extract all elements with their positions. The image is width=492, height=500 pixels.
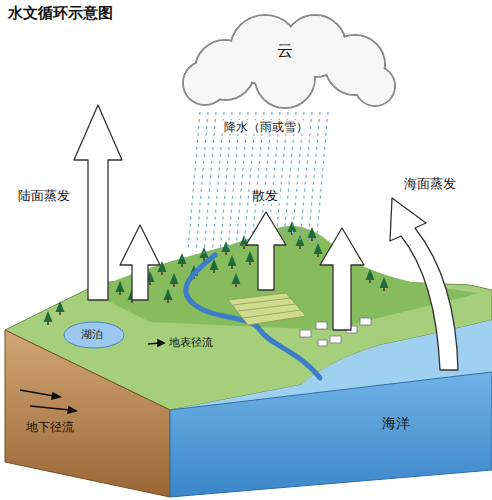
soil-face [5,330,170,497]
cloud-node: 云 [165,10,405,110]
diagram-title: 水文循环示意图 [8,4,113,23]
fields [228,293,306,325]
ocean-label: 海洋 [380,415,412,432]
cloud-shape [165,10,405,110]
river [186,255,320,378]
ocean-face [170,372,492,497]
precipitation-label: 降水（雨或雪） [222,120,310,134]
sea-evaporation-label: 海面蒸发 [402,176,458,192]
groundwater-runoff-label: 地下径流 [24,420,76,434]
vapour-arrows [74,105,458,370]
cloud-label: 云 [277,41,293,60]
lake-label: 湖泊 [79,328,105,341]
land-evaporation-label: 陆面蒸发 [16,188,72,204]
surface-runoff-label: 地表径流 [167,336,215,349]
transpiration-label: 散发 [250,188,280,204]
flow-arrows [20,340,164,413]
lake [64,322,124,348]
